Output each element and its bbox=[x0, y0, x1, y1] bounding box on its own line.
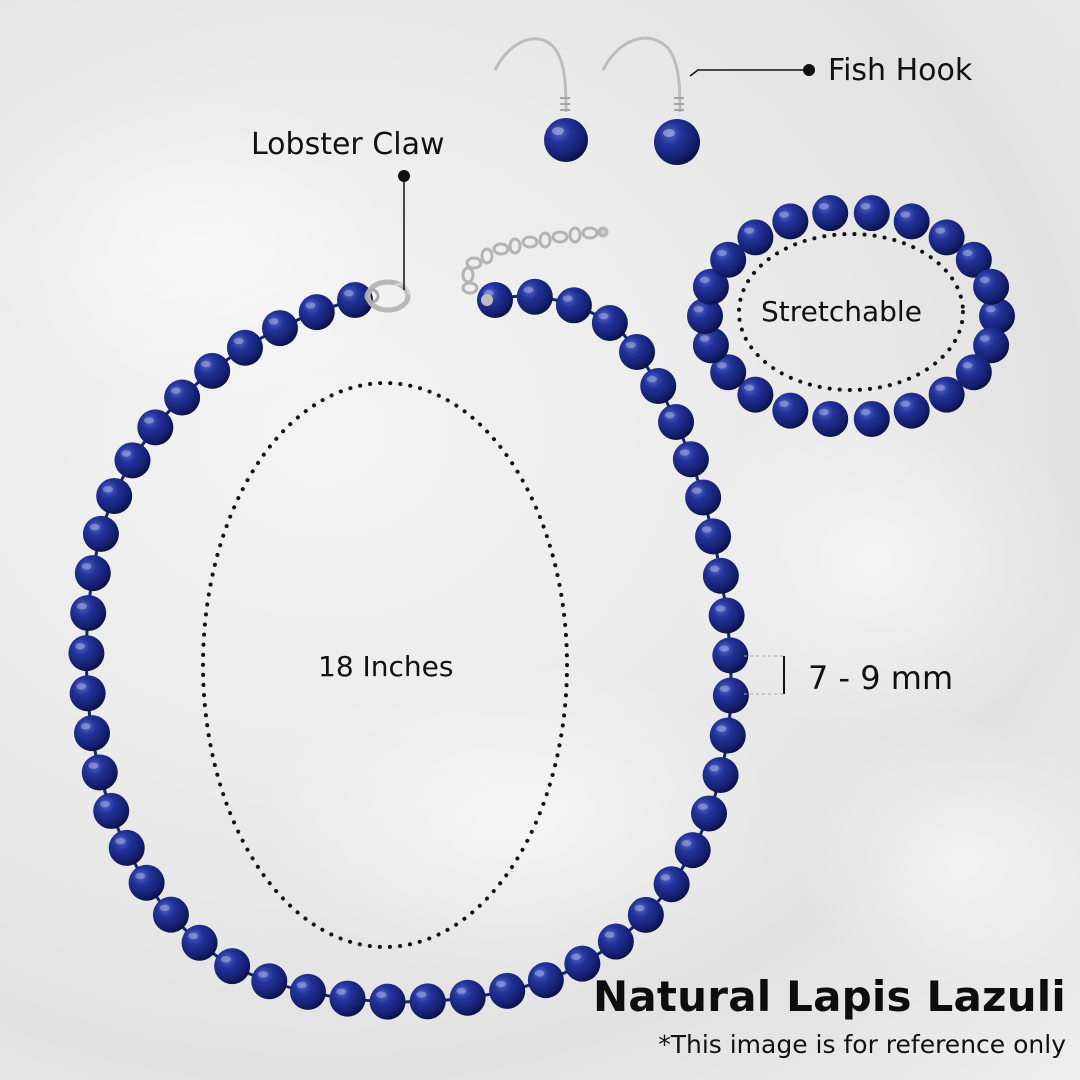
lapis-bead bbox=[564, 945, 601, 982]
lapis-bead bbox=[672, 441, 709, 478]
lapis-bead bbox=[928, 376, 965, 413]
lapis-bead bbox=[640, 367, 677, 404]
lapis-bead bbox=[737, 219, 774, 256]
lapis-bead bbox=[812, 195, 849, 232]
lapis-bead bbox=[955, 241, 992, 278]
lapis-bead bbox=[692, 268, 729, 305]
lapis-bead bbox=[449, 979, 486, 1016]
lapis-bead bbox=[685, 479, 722, 516]
bead-size-indicator bbox=[744, 655, 785, 695]
lapis-bead bbox=[928, 219, 965, 256]
necklace-length-outline bbox=[201, 381, 569, 949]
lapis-bead bbox=[152, 896, 189, 933]
bracelet-stretch-outline bbox=[737, 232, 965, 392]
lapis-bead bbox=[653, 866, 690, 903]
lapis-bead bbox=[712, 677, 749, 714]
lapis-bead bbox=[658, 403, 695, 440]
lapis-bead bbox=[591, 304, 628, 341]
lapis-bead bbox=[853, 400, 890, 437]
lapis-bead bbox=[709, 717, 746, 754]
lapis-bead bbox=[516, 278, 553, 315]
lapis-bead bbox=[96, 478, 133, 515]
bracelet-beads bbox=[687, 195, 1015, 437]
background-texture bbox=[0, 90, 1080, 1000]
leader-lines bbox=[403, 69, 806, 290]
lapis-bead bbox=[289, 973, 326, 1010]
lapis-bead bbox=[68, 635, 105, 672]
lapis-bead bbox=[687, 298, 723, 334]
lapis-bead bbox=[81, 754, 118, 791]
lapis-bead bbox=[737, 376, 774, 413]
lapis-bead bbox=[329, 980, 366, 1017]
lapis-bead bbox=[82, 515, 119, 552]
lapis-bead bbox=[74, 555, 111, 592]
stretchable-label: Stretchable bbox=[761, 295, 922, 328]
lapis-bead bbox=[555, 287, 592, 324]
lapis-bead bbox=[597, 923, 634, 960]
lapis-bead bbox=[955, 354, 992, 391]
lapis-bead bbox=[708, 597, 745, 634]
lapis-bead bbox=[226, 329, 263, 366]
lapis-bead bbox=[772, 203, 809, 240]
lapis-bead bbox=[812, 400, 849, 437]
lapis-bead bbox=[114, 442, 151, 479]
lapis-bead bbox=[893, 203, 930, 240]
lapis-bead bbox=[692, 327, 729, 364]
fish-hook-earring-icon bbox=[601, 36, 700, 165]
necklace-beads bbox=[68, 278, 749, 1020]
fish-hook-earring-icon bbox=[493, 37, 588, 162]
lapis-bead bbox=[337, 282, 373, 318]
lapis-bead bbox=[69, 675, 106, 712]
lapis-bead bbox=[70, 595, 107, 632]
lapis-bead bbox=[893, 392, 930, 429]
lapis-bead bbox=[194, 352, 231, 389]
lapis-bead bbox=[251, 963, 288, 1000]
lapis-bead bbox=[73, 715, 110, 752]
lapis-bead bbox=[489, 972, 526, 1009]
lapis-bead bbox=[627, 896, 664, 933]
leader-dot-icon bbox=[803, 64, 815, 76]
lapis-bead bbox=[298, 294, 335, 331]
lapis-bead bbox=[702, 757, 739, 794]
lapis-bead bbox=[979, 298, 1015, 334]
necklace-length-label: 18 Inches bbox=[318, 650, 454, 683]
lapis-bead bbox=[973, 327, 1010, 364]
lapis-bead bbox=[702, 557, 739, 594]
leader-dot-icon bbox=[398, 170, 410, 182]
lapis-bead bbox=[772, 392, 809, 429]
lapis-bead bbox=[409, 983, 446, 1020]
lapis-bead bbox=[973, 268, 1010, 305]
lobster-claw-label: Lobster Claw bbox=[251, 127, 445, 162]
reference-disclaimer: *This image is for reference only bbox=[658, 1030, 1066, 1059]
product-title: Natural Lapis Lazuli bbox=[593, 972, 1066, 1021]
extender-chain bbox=[461, 226, 609, 295]
lapis-bead bbox=[527, 962, 564, 999]
lapis-bead bbox=[853, 195, 890, 232]
lapis-bead bbox=[695, 518, 732, 555]
lapis-bead bbox=[108, 829, 145, 866]
lapis-bead bbox=[128, 864, 165, 901]
fish-hook-label: Fish Hook bbox=[828, 53, 973, 88]
lapis-bead bbox=[710, 241, 747, 278]
lapis-bead bbox=[164, 379, 201, 416]
lapis-bead bbox=[181, 924, 218, 961]
lapis-bead bbox=[137, 409, 174, 446]
jump-ring bbox=[481, 294, 493, 306]
lapis-bead bbox=[710, 354, 747, 391]
lapis-bead bbox=[261, 310, 298, 347]
lapis-bead bbox=[712, 637, 749, 674]
lapis-bead bbox=[93, 792, 130, 829]
lapis-bead bbox=[619, 333, 656, 370]
lapis-bead bbox=[369, 983, 406, 1020]
lapis-bead bbox=[691, 795, 728, 832]
bead-size-label: 7 - 9 mm bbox=[808, 659, 954, 697]
lapis-bead bbox=[214, 948, 251, 985]
lapis-bead bbox=[674, 832, 711, 869]
